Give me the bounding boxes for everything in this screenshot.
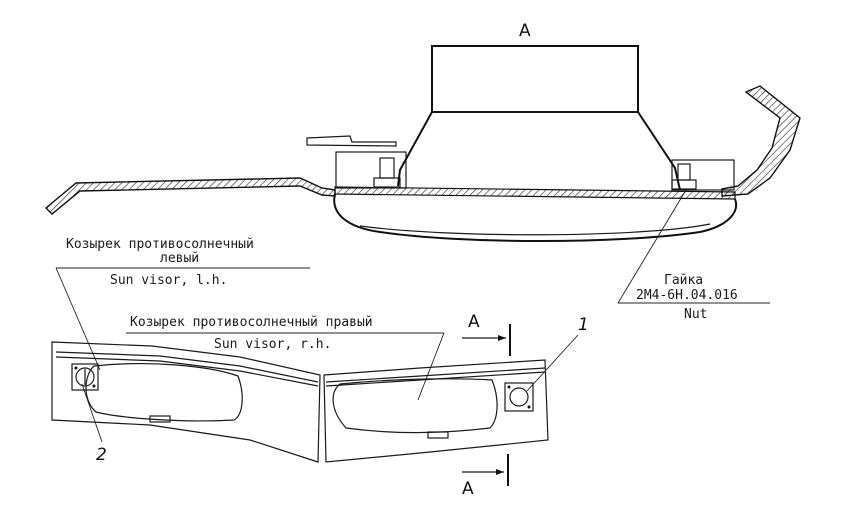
housing-top-box: [431, 45, 639, 113]
stud-right: [671, 163, 697, 190]
section-view-a: A: [44, 21, 801, 242]
frame-block-right: [671, 159, 735, 191]
left-panel-outline: [51, 341, 321, 463]
right-mount: [504, 382, 534, 412]
roof-panel-left: [44, 177, 336, 215]
left-visor-label-en: Sun visor, l.h.: [110, 273, 227, 288]
item-number-2: 2: [96, 445, 107, 465]
left-visor-label-ru: Козырек противосолнечный: [66, 237, 254, 252]
right-visor-label-ru: Козырек противосолнечный правый: [130, 315, 373, 330]
right-visor-pad: [332, 378, 498, 434]
left-panel-edge: [55, 351, 319, 383]
housing-body: [397, 111, 681, 191]
right-panel-edge: [325, 367, 546, 383]
item-2-callout: 2: [81, 383, 107, 465]
cut-label-bottom: A: [462, 479, 474, 499]
nut-part-number: 2М4-6Н.04.016: [636, 288, 738, 303]
item-1-callout: 1: [526, 315, 589, 392]
right-panel-edge-2: [325, 371, 546, 387]
left-visor-pad: [85, 363, 243, 422]
bracket: [306, 135, 397, 147]
right-visor-clip: [427, 431, 449, 439]
cut-marker-bottom: A: [462, 454, 509, 499]
nut-callout: Гайка 2М4-6Н.04.016 Nut: [617, 189, 770, 322]
left-visor-callout: Козырек противосолнечный левый Sun visor…: [55, 237, 310, 371]
left-visor-clip: [149, 415, 171, 423]
visor-section-inner: [359, 223, 711, 236]
stud-left: [373, 157, 401, 188]
front-view: [51, 341, 549, 463]
left-mount: [71, 363, 99, 391]
left-visor-label-ru-2: левый: [160, 251, 199, 266]
right-visor-label-en: Sun visor, r.h.: [214, 337, 331, 352]
cut-marker-top: A: [462, 312, 511, 356]
view-label: A: [519, 21, 531, 41]
frame-block-left: [335, 151, 407, 189]
cut-label-top: A: [468, 312, 480, 332]
right-panel-outline: [323, 359, 549, 463]
roof-panel-right: [721, 85, 801, 197]
item-number-1: 1: [578, 315, 589, 335]
nut-label-ru: Гайка: [664, 273, 703, 288]
left-panel-edge-2: [55, 356, 319, 387]
visor-section: [333, 193, 738, 242]
right-visor-callout: Козырек противосолнечный правый Sun viso…: [126, 315, 445, 401]
nut-label-en: Nut: [684, 307, 707, 322]
